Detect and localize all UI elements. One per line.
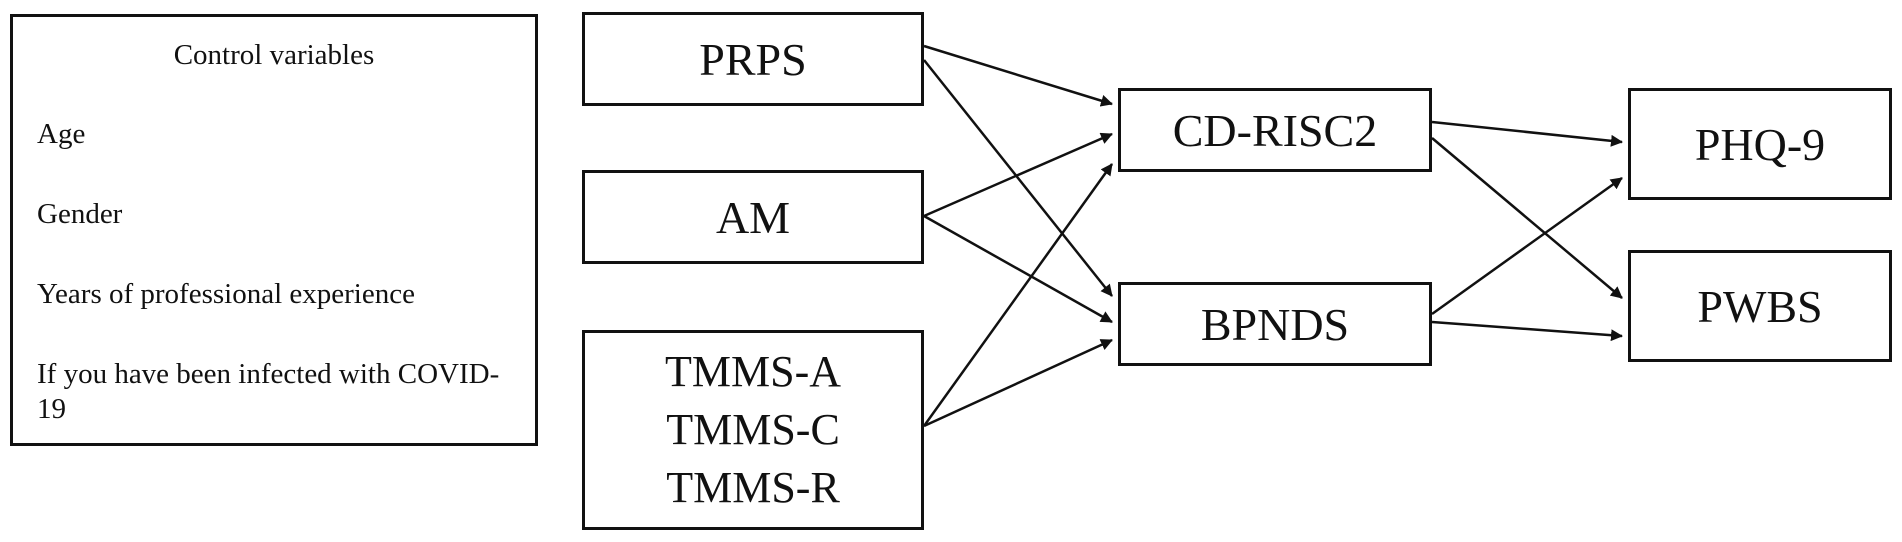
control-variables-box: Control variables Age Gender Years of pr… — [10, 14, 538, 446]
arrow-am-to-bpnds — [923, 214, 1113, 324]
arrow-prps-to-cdrisc — [923, 44, 1113, 107]
arrow-bpnds-to-phq — [1431, 176, 1623, 316]
node-am: AM — [582, 170, 924, 264]
arrow-cdrisc-to-phq — [1431, 120, 1623, 147]
node-prps: PRPS — [582, 12, 924, 106]
node-pwbs: PWBS — [1628, 250, 1892, 362]
arrow-tmms-to-bpnds — [923, 338, 1113, 428]
node-tmms-r-label: TMMS-R — [666, 463, 840, 512]
node-cd-risc2-label: CD-RISC2 — [1172, 104, 1378, 156]
node-tmms-a-label: TMMS-A — [664, 347, 842, 396]
arrow-prps-to-bpnds — [923, 59, 1113, 297]
node-phq-9: PHQ-9 — [1628, 88, 1892, 200]
arrow-cdrisc-to-pwbs — [1431, 137, 1623, 299]
node-bpnds: BPNDS — [1118, 282, 1432, 366]
control-variables-title: Control variables — [173, 39, 375, 71]
control-variable-experience: Years of professional experience — [37, 278, 415, 310]
control-variable-age: Age — [37, 118, 86, 150]
node-cd-risc2: CD-RISC2 — [1118, 88, 1432, 172]
node-bpnds-label: BPNDS — [1200, 298, 1350, 350]
node-prps-label: PRPS — [699, 33, 807, 85]
node-pwbs-label: PWBS — [1697, 280, 1823, 332]
control-variable-covid: If you have been infected with COVID-19 — [37, 358, 500, 425]
node-am-label: AM — [715, 191, 791, 243]
arrow-tmms-to-cdrisc — [922, 163, 1114, 427]
control-variable-gender: Gender — [37, 198, 123, 230]
arrow-am-to-cdrisc — [923, 132, 1113, 218]
node-tmms: TMMS-A TMMS-C TMMS-R — [582, 330, 924, 530]
node-tmms-c-label: TMMS-C — [666, 405, 840, 454]
arrow-bpnds-to-pwbs — [1431, 320, 1623, 342]
node-phq-9-label: PHQ-9 — [1694, 118, 1826, 170]
